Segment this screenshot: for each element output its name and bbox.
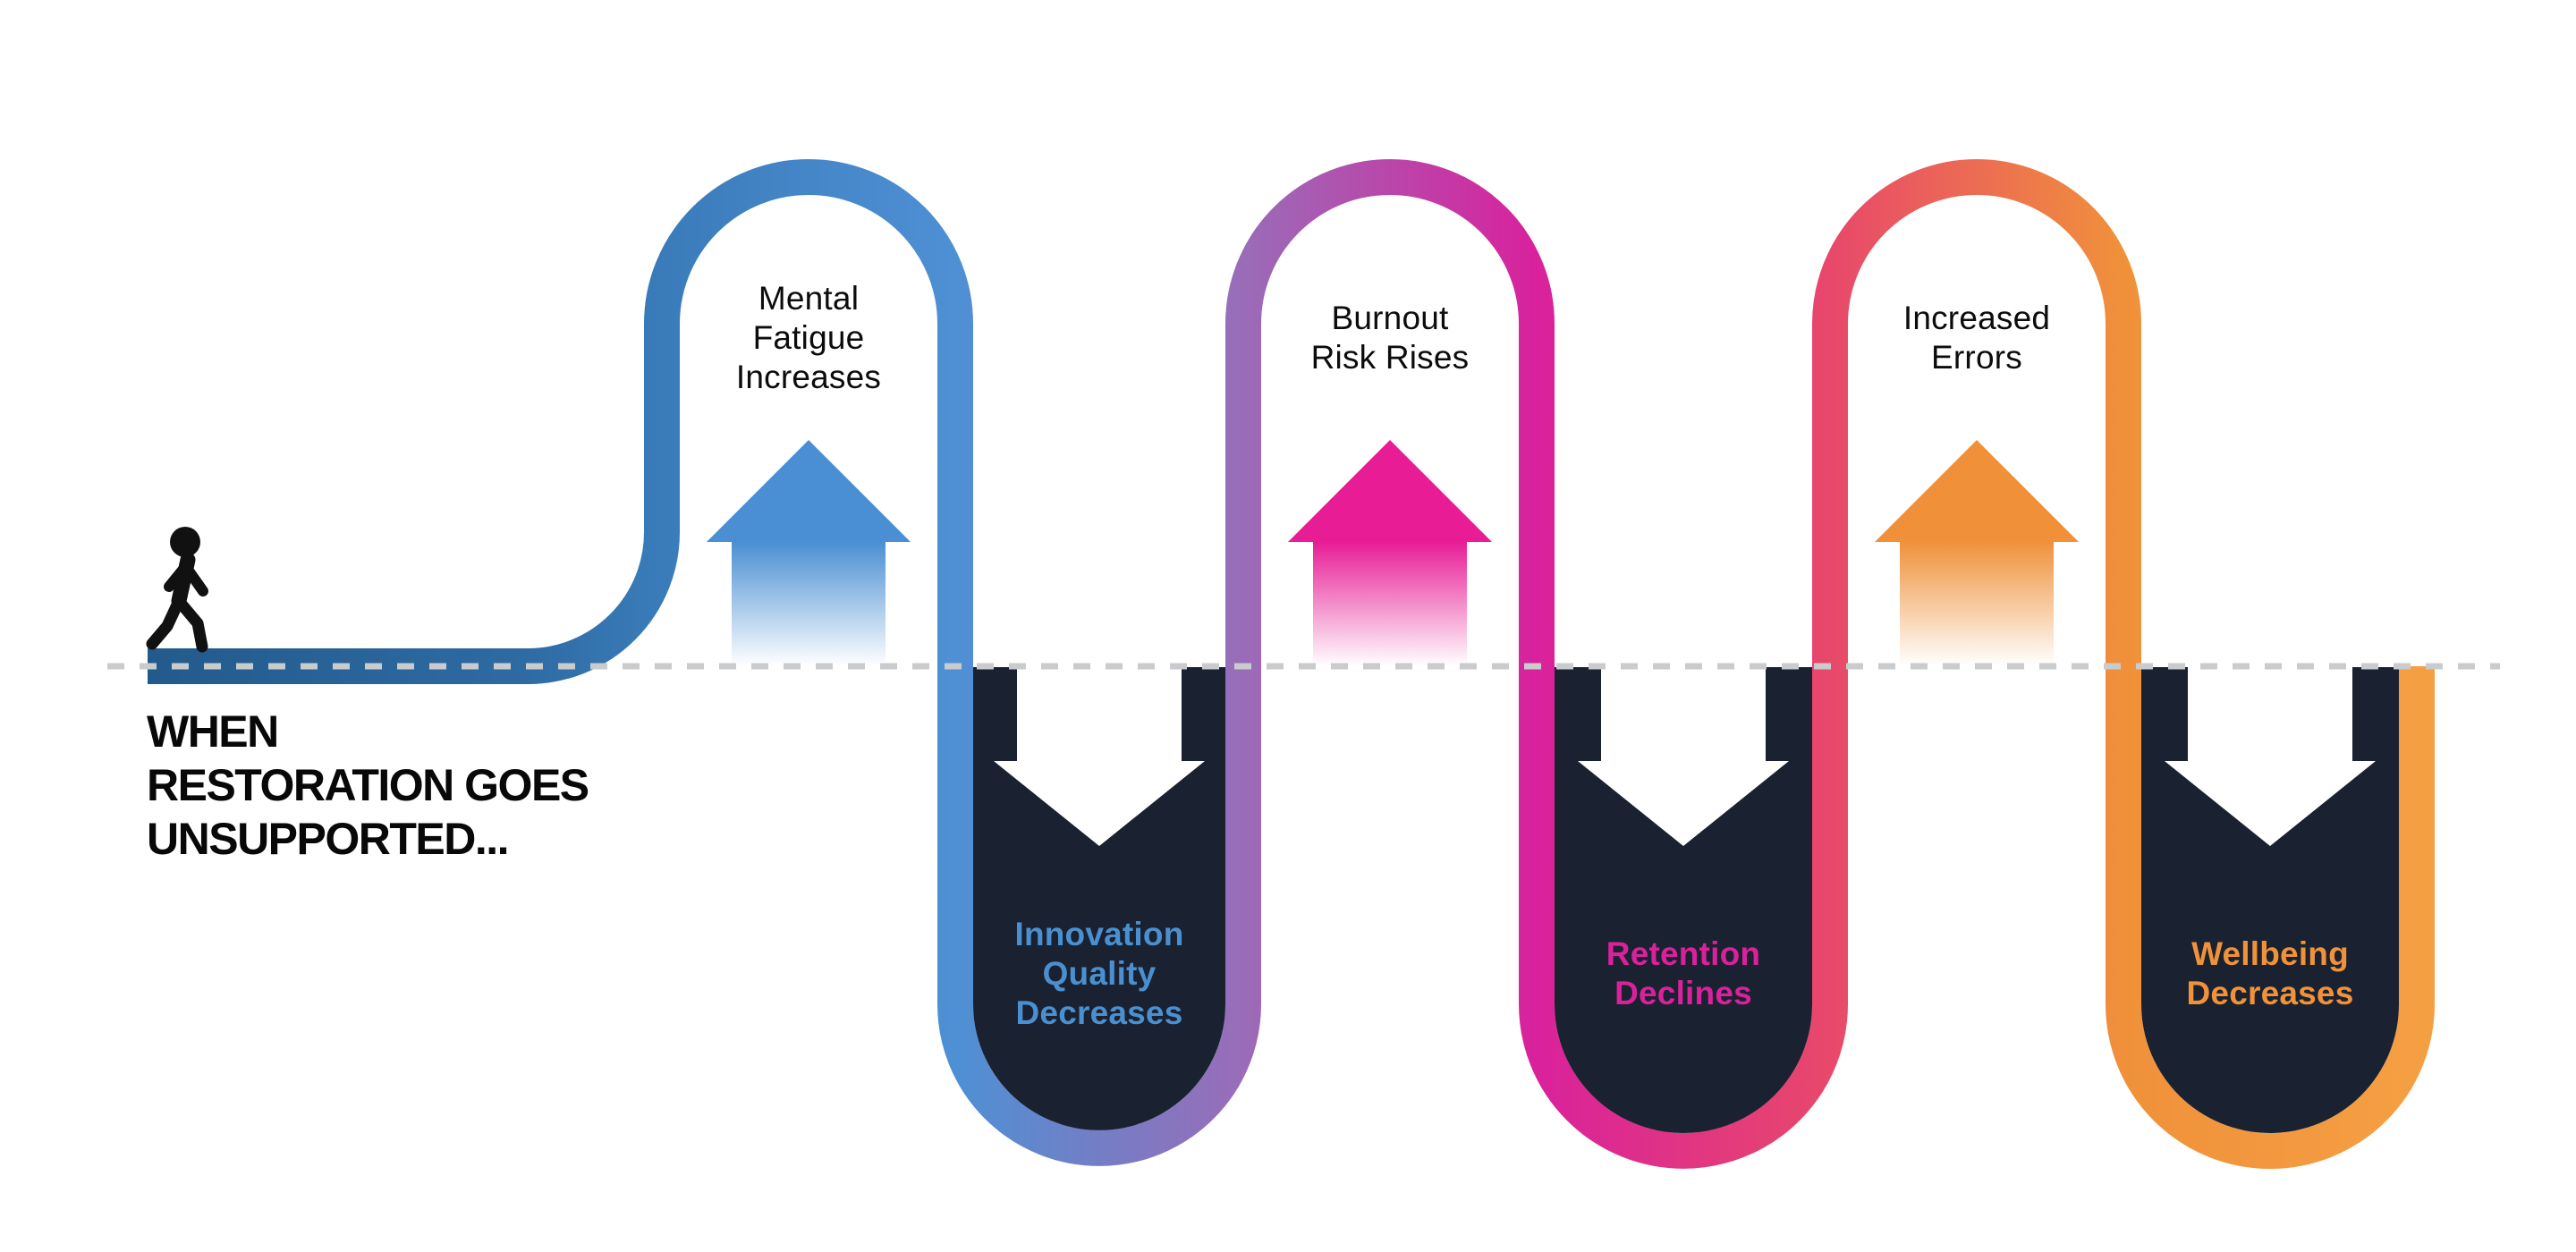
up-arrow-icon-burnout xyxy=(1288,440,1492,666)
serpentine-path xyxy=(148,159,2435,1169)
stage-label-mental-fatigue: Mental Fatigue Increases xyxy=(735,280,882,395)
up-arrow-icon-errors xyxy=(1875,440,2079,666)
down-arrow-icon-innovation xyxy=(994,667,1205,846)
down-arrow-icon-retention xyxy=(1578,667,1789,846)
up-arrow-icon-mental-fatigue xyxy=(707,440,911,666)
stage-label-burnout-risk: Burnout Risk Rises xyxy=(1310,300,1470,376)
down-arrow-icon-wellbeing xyxy=(2165,667,2376,846)
page-title: WHEN RESTORATION GOES UNSUPPORTED... xyxy=(147,706,589,864)
stage-label-retention: Retention Declines xyxy=(1606,935,1761,1011)
stage-label-innovation-quality: Innovation Quality Decreases xyxy=(1014,916,1184,1031)
stage-label-wellbeing: Wellbeing Decreases xyxy=(2186,935,2354,1011)
stage-label-increased-errors: Increased Errors xyxy=(1902,300,2051,376)
walking-person-icon xyxy=(146,527,208,653)
